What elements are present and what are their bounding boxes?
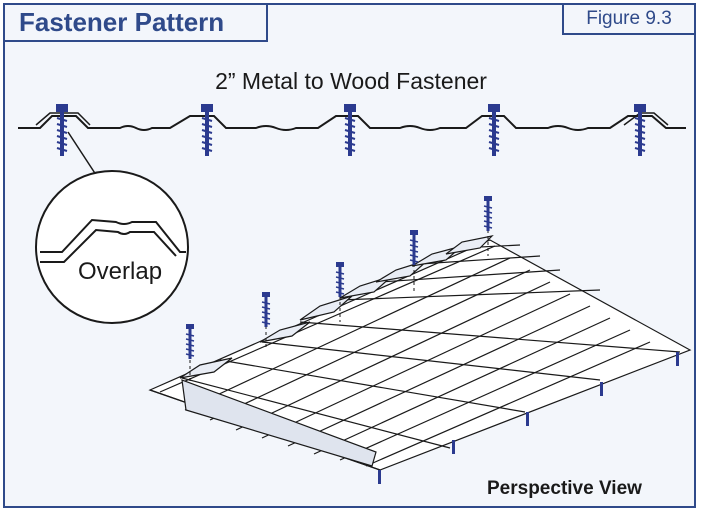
perspective-fastener-2	[261, 292, 271, 327]
perspective-fastener-5	[483, 196, 493, 231]
figure-label-box: Figure 9.3	[562, 3, 696, 35]
title-box: Fastener Pattern	[3, 3, 268, 42]
top-fastener-4	[488, 104, 500, 156]
installed-fasteners	[378, 352, 679, 484]
fastener-guides	[189, 224, 489, 384]
perspective-fastener-4	[409, 230, 419, 265]
perspective-fastener-1	[185, 324, 195, 359]
top-fastener-2	[201, 104, 213, 156]
panel-profile-line	[18, 115, 686, 131]
overlap-detail-circle	[35, 170, 189, 324]
overlap-label: Overlap	[78, 258, 163, 285]
figure-label: Figure 9.3	[586, 8, 672, 29]
top-fastener-1	[56, 104, 68, 156]
top-fastener-3	[344, 104, 356, 156]
perspective-fastener-3	[335, 262, 345, 297]
top-fastener-5	[634, 104, 646, 156]
page-title: Fastener Pattern	[19, 7, 225, 37]
perspective-view-label: Perspective View	[487, 478, 642, 499]
fastener-caption: 2” Metal to Wood Fastener	[215, 68, 487, 94]
overlap-profile-outer	[40, 218, 186, 253]
perspective-panels	[148, 235, 692, 471]
panel-profile-line-inner-right	[623, 112, 669, 126]
overlap-profile-inner	[40, 228, 177, 263]
